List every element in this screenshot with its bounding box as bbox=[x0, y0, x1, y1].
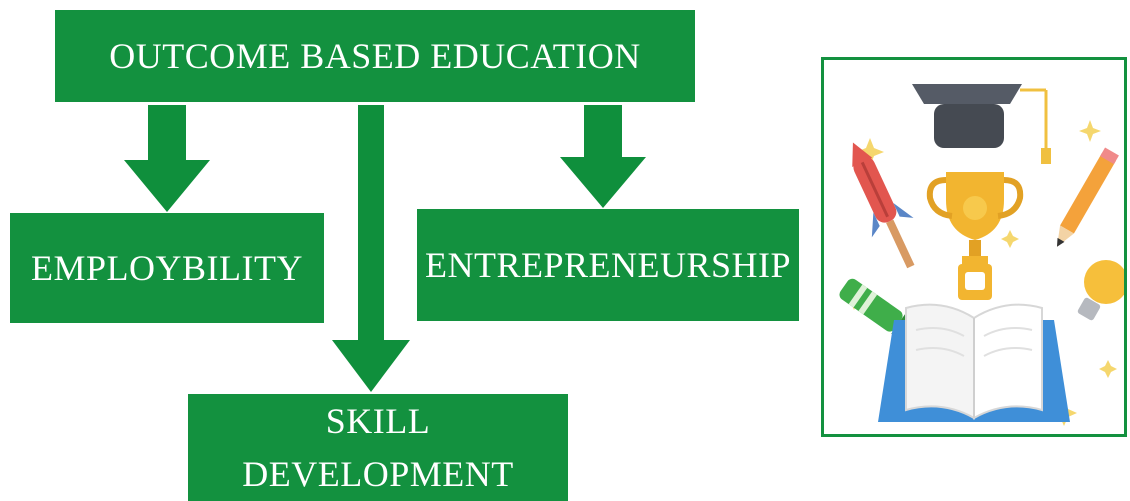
entrepreneurship-label: ENTREPRENEURSHIP bbox=[424, 245, 792, 285]
entrepreneurship-box: ENTREPRENEURSHIP bbox=[417, 209, 799, 321]
illustration-art bbox=[839, 84, 1124, 426]
development-label: DEVELOPMENT bbox=[242, 453, 514, 494]
employability-box: EMPLOYBILITY bbox=[10, 213, 324, 323]
education-illustration bbox=[821, 57, 1127, 437]
employability-label: EMPLOYBILITY bbox=[31, 248, 303, 288]
outcome-based-education-label: OUTCOME BASED EDUCATION bbox=[109, 36, 641, 76]
arrow-to-entrepreneurship bbox=[560, 105, 646, 208]
arrow-to-skill-development bbox=[332, 105, 410, 392]
trophy-icon bbox=[926, 172, 1024, 300]
arrow-to-employability bbox=[124, 105, 210, 212]
pencil-icon bbox=[1057, 147, 1119, 247]
skill-development-box: SKILL DEVELOPMENT bbox=[188, 394, 568, 501]
outcome-based-education-box: OUTCOME BASED EDUCATION bbox=[55, 10, 695, 102]
skill-label: SKILL bbox=[325, 401, 431, 442]
light-bulb-icon bbox=[1077, 260, 1124, 321]
graduation-cap-icon bbox=[912, 84, 1051, 164]
rocket-icon bbox=[852, 142, 915, 269]
open-book-icon bbox=[878, 303, 1070, 422]
